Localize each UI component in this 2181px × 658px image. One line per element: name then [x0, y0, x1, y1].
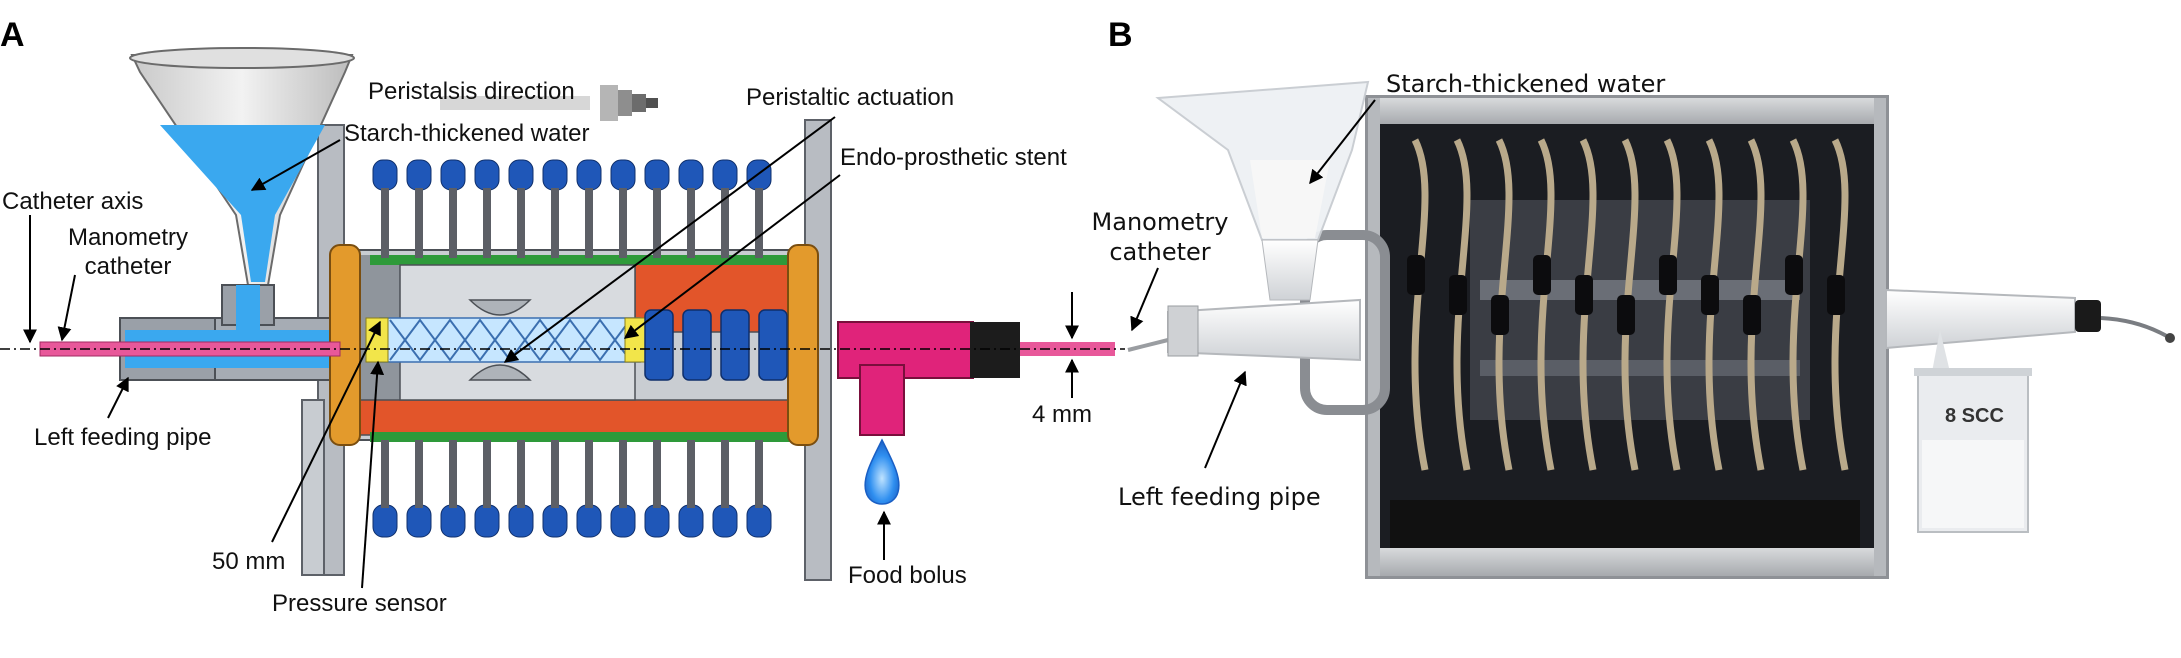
- photo-fitting: [1785, 255, 1803, 295]
- beaker-marking: 8 SCC: [1945, 405, 2004, 427]
- photo-tube: [1705, 138, 1723, 471]
- actuator-tube-bottom: [483, 440, 491, 508]
- photo-tube: [1831, 138, 1849, 471]
- actuator-tube-bottom: [687, 440, 695, 508]
- photo-fitting: [1701, 275, 1719, 315]
- photo-tube: [1495, 138, 1513, 471]
- actuator-tube-top: [483, 188, 491, 258]
- actuator-connector-bottom: [440, 504, 466, 538]
- actuator-tube-top: [551, 188, 559, 258]
- actuator-tube-bottom: [381, 440, 389, 508]
- actuator-tube-top: [415, 188, 423, 258]
- label-left-feeding-pipe-a: Left feeding pipe: [34, 424, 212, 451]
- actuator-connector-top: [678, 159, 704, 191]
- panel-a-arrows: [23, 116, 1079, 589]
- photo-fitting: [1491, 295, 1509, 335]
- label-starch-water-a: Starch-thickened water: [344, 120, 590, 147]
- actuator-tube-top: [449, 188, 457, 258]
- actuator-connector-bottom: [576, 504, 602, 538]
- panel-label-b: B: [1108, 16, 1133, 54]
- funnel: [129, 47, 355, 330]
- photo-fitting: [1449, 275, 1467, 315]
- actuator-connector-top: [474, 159, 500, 191]
- photo-fitting: [1575, 275, 1593, 315]
- label-manometry-b-1: Manometry: [1091, 208, 1229, 236]
- actuator-connector-bottom: [644, 504, 670, 538]
- actuator-connector-bottom: [542, 504, 568, 538]
- photo-tube: [1579, 138, 1597, 471]
- photo-tube: [1621, 138, 1639, 471]
- panel-b-arrows: [1130, 99, 1376, 469]
- actuator-tube-top: [585, 188, 593, 258]
- actuator-connector-top: [644, 159, 670, 191]
- photo-fitting: [1827, 275, 1845, 315]
- photo-fitting: [1407, 255, 1425, 295]
- actuator-tube-bottom: [415, 440, 423, 508]
- actuator-tube-top: [619, 188, 627, 258]
- photo-fitting: [1617, 295, 1635, 335]
- label-catheter-axis: Catheter axis: [2, 188, 144, 215]
- actuator-connector-top: [406, 159, 432, 191]
- label-manometry-a-1: Manometry: [67, 224, 189, 251]
- actuator-connector-top: [542, 159, 568, 191]
- label-manometry-a-2: catheter: [84, 253, 172, 280]
- actuator-connector-top: [712, 159, 738, 191]
- label-4mm: 4 mm: [1032, 401, 1092, 428]
- panel-a-drawing: [0, 47, 1125, 581]
- actuator-tube-top: [381, 188, 389, 258]
- actuator-connector-bottom: [406, 504, 432, 538]
- actuator-tube-bottom: [449, 440, 457, 508]
- actuator-tube-bottom: [721, 440, 729, 508]
- actuator-tube-bottom: [755, 440, 763, 508]
- photo-fitting: [1533, 255, 1551, 295]
- actuator-connector-bottom: [508, 504, 534, 538]
- panel-b-photo: [1127, 80, 2175, 579]
- label-endo-stent: Endo-prosthetic stent: [840, 144, 1067, 171]
- actuator-connector-top: [440, 159, 466, 191]
- actuator-connector-bottom: [610, 504, 636, 538]
- actuator-connector-top: [610, 159, 636, 191]
- label-50mm: 50 mm: [212, 548, 286, 575]
- actuator-connector-top: [576, 159, 602, 191]
- actuator-connector-top: [508, 159, 534, 191]
- actuator-tube-top: [517, 188, 525, 258]
- label-peristalsis-direction: Peristalsis direction: [368, 78, 575, 105]
- label-food-bolus: Food bolus: [848, 562, 967, 589]
- actuator-tube-top: [755, 188, 763, 258]
- actuator-tube-top: [721, 188, 729, 258]
- photo-tube: [1453, 138, 1471, 471]
- actuator-connector-bottom: [474, 504, 500, 538]
- panel-label-a: A: [0, 16, 25, 54]
- label-pressure-sensor: Pressure sensor: [272, 590, 447, 617]
- actuator-connector-top: [746, 159, 772, 191]
- actuator-connector-bottom: [678, 504, 704, 538]
- actuator-tube-bottom: [585, 440, 593, 508]
- actuator-tube-bottom: [551, 440, 559, 508]
- label-manometry-b-2: catheter: [1109, 238, 1211, 266]
- actuator-connector-bottom: [372, 504, 398, 538]
- actuator-connector-top: [372, 159, 398, 191]
- photo-fitting: [1659, 255, 1677, 295]
- photo-fitting: [1743, 295, 1761, 335]
- actuator-tube-top: [653, 188, 661, 258]
- actuator-tube-bottom: [653, 440, 661, 508]
- actuator-tube-bottom: [619, 440, 627, 508]
- photo-tube: [1747, 138, 1765, 471]
- peristalsis-arrow: [440, 85, 658, 121]
- actuator-connector-bottom: [746, 504, 772, 538]
- actuator-tube-bottom: [517, 440, 525, 508]
- actuator-connector-bottom: [712, 504, 738, 538]
- label-starch-water-b: Starch-thickened water: [1386, 70, 1666, 98]
- label-peristaltic-actuation: Peristaltic actuation: [746, 84, 955, 111]
- label-left-feeding-pipe-b: Left feeding pipe: [1118, 483, 1321, 511]
